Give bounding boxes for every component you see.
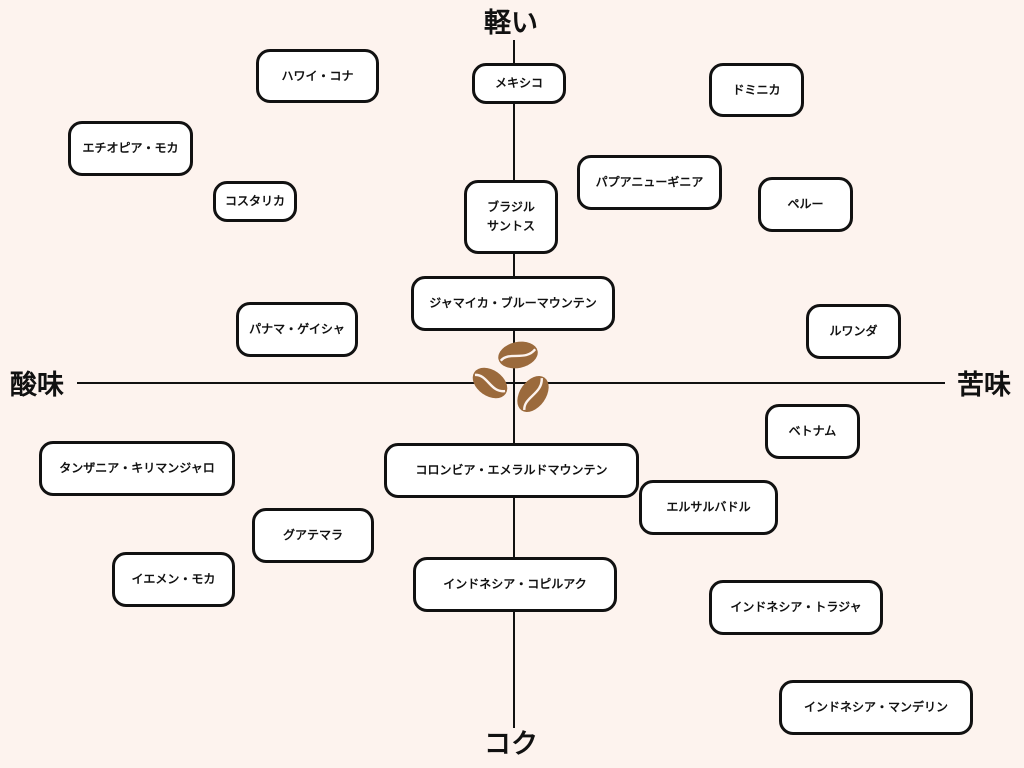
node-costa-rica: コスタリカ <box>213 181 297 222</box>
node-mexico: メキシコ <box>472 63 566 104</box>
coffee-beans-icon <box>472 341 549 413</box>
node-guatemala: グアテマラ <box>252 508 374 563</box>
node-dominica: ドミニカ <box>709 63 804 117</box>
vertical-axis-line <box>513 40 515 728</box>
node-papua-new-guinea: パプアニューギニア <box>577 155 722 210</box>
node-yemen-mocha: イエメン・モカ <box>112 552 235 607</box>
axis-label-right: 苦味 <box>957 370 1011 401</box>
node-jamaica-blue-mountain: ジャマイカ・ブルーマウンテン <box>411 276 615 331</box>
node-vietnam: ベトナム <box>765 404 860 459</box>
node-el-salvador: エルサルバドル <box>639 480 778 535</box>
horizontal-axis-line <box>77 382 945 384</box>
node-peru: ペルー <box>758 177 853 232</box>
node-colombia-emerald-mountain: コロンビア・エメラルドマウンテン <box>384 443 639 498</box>
node-indonesia-mandheling: インドネシア・マンデリン <box>779 680 973 735</box>
node-brazil-santos: ブラジル サントス <box>464 180 558 254</box>
axis-label-top: 軽い <box>484 8 538 39</box>
node-rwanda: ルワンダ <box>806 304 901 359</box>
axis-label-left: 酸味 <box>10 370 64 401</box>
axis-label-bottom: コク <box>484 729 538 760</box>
node-tanzania-kilimanjaro: タンザニア・キリマンジャロ <box>39 441 235 496</box>
node-indonesia-kopi-luwak: インドネシア・コピルアク <box>413 557 617 612</box>
node-hawaii-kona: ハワイ・コナ <box>256 49 379 103</box>
node-indonesia-toraja: インドネシア・トラジャ <box>709 580 883 635</box>
node-ethiopia-mocha: エチオピア・モカ <box>68 121 193 176</box>
node-panama-geisha: パナマ・ゲイシャ <box>236 302 358 357</box>
